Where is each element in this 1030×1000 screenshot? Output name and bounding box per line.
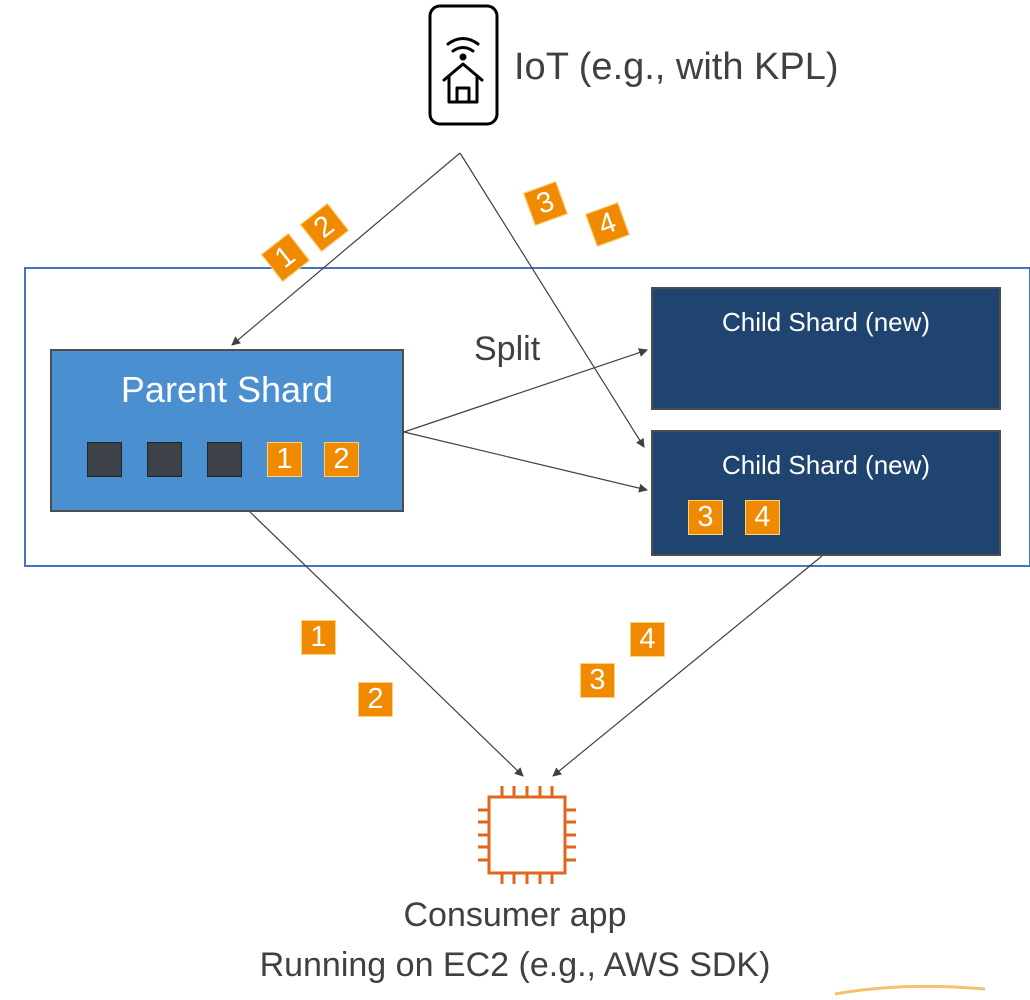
split-label: Split [474,330,541,368]
parent-record-2: 2 [324,442,359,477]
decorative-swoosh [834,984,986,996]
record-old [147,442,182,477]
consumer-app-label: Consumer app [403,896,627,934]
arrow-iot-to-child-2 [459,152,645,448]
arrow-parent-to-consumer [249,511,524,777]
record-outgoing-2: 2 [358,682,393,717]
arrow-split-to-child-2 [403,431,648,493]
arrow-split-to-child-1 [403,348,648,433]
record-outgoing-3: 3 [580,663,615,698]
consumer-runtime-label: Running on EC2 (e.g., AWS SDK) [259,946,771,984]
parent-shard: Parent Shard 1 2 [50,349,404,512]
record-old [207,442,242,477]
child-shard-1-title: Child Shard (new) [721,307,931,337]
child-record-4: 4 [745,500,780,535]
child-shard-2: Child Shard (new) 3 4 [651,430,1001,556]
record-outgoing-4: 4 [630,622,665,657]
child-record-3: 3 [688,500,723,535]
parent-shard-title: Parent Shard [120,369,334,410]
ec2-chip-icon [478,786,576,884]
record-old [87,442,122,477]
stream-frame [24,267,1030,567]
arrow-iot-to-parent [231,152,461,346]
iot-label: IoT (e.g., with KPL) [514,46,839,88]
smart-home-phone-icon [428,4,499,126]
parent-record-1: 1 [267,442,302,477]
child-shard-2-title: Child Shard (new) [721,450,931,480]
arrow-child-to-consumer [552,555,823,777]
child-shard-1: Child Shard (new) [651,287,1001,410]
record-outgoing-1: 1 [301,620,336,655]
